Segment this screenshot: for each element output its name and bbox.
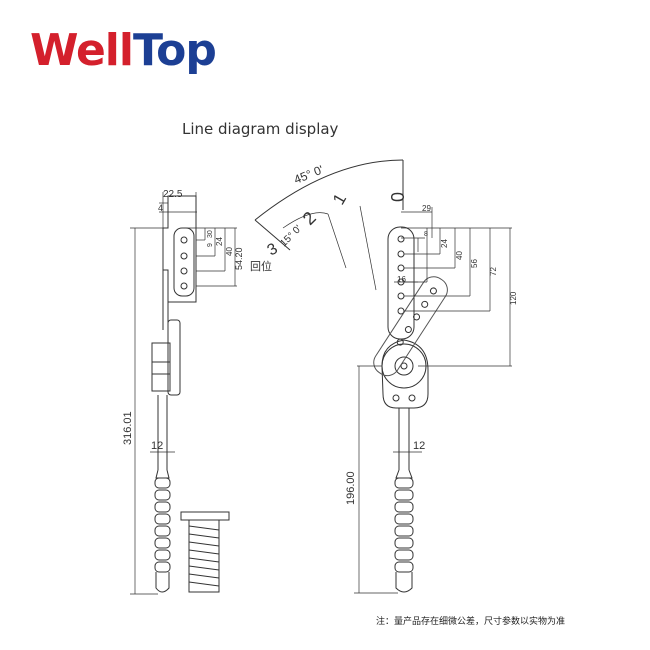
dim-8: 8 — [424, 231, 428, 238]
dim-24-right: 24 — [440, 239, 449, 248]
position-1: 1 — [329, 190, 350, 208]
dim-12-right: 12 — [413, 440, 425, 452]
dim-24-left: 24 — [215, 237, 224, 246]
return-position-label: 回位 — [250, 259, 272, 273]
angle-15: 15° 0' — [278, 223, 304, 249]
dim-30: 30 — [207, 230, 214, 238]
dim-316-01: 316.01 — [122, 411, 134, 445]
side-view-drawing — [151, 195, 197, 593]
diagram-heading: Line diagram display — [182, 120, 339, 138]
dim-40-right: 40 — [455, 251, 464, 260]
position-2: 2 — [299, 208, 320, 229]
dim-56: 56 — [470, 259, 479, 268]
dim-12-left: 12 — [151, 440, 163, 452]
threaded-bolt — [180, 511, 230, 593]
dim-29: 29 — [422, 204, 431, 213]
welltop-logo: WellTop — [30, 25, 217, 76]
dim-196: 196.00 — [345, 471, 357, 505]
dim-40-left: 40 — [225, 247, 234, 256]
logo-part-well: Well — [30, 25, 134, 76]
rotated-plate-ghost — [373, 276, 448, 377]
dim-16: 16 — [397, 275, 406, 284]
dim-72: 72 — [489, 267, 498, 276]
position-3: 3 — [265, 240, 281, 259]
angle-arcs — [254, 159, 404, 291]
angle-45: 45° 0' — [292, 162, 325, 186]
dim-9: 9 — [207, 243, 214, 247]
dim-54-20: 54.20 — [234, 247, 244, 270]
dim-22-5: 22.5 — [163, 189, 183, 200]
logo-part-top: Top — [132, 25, 217, 76]
dim-4: 4 — [158, 203, 163, 213]
dim-120: 120 — [509, 291, 518, 305]
position-0: 0 — [388, 192, 408, 202]
tolerance-footnote: 注：量产品存在细微公差，尺寸参数以实物为准 — [376, 617, 566, 627]
